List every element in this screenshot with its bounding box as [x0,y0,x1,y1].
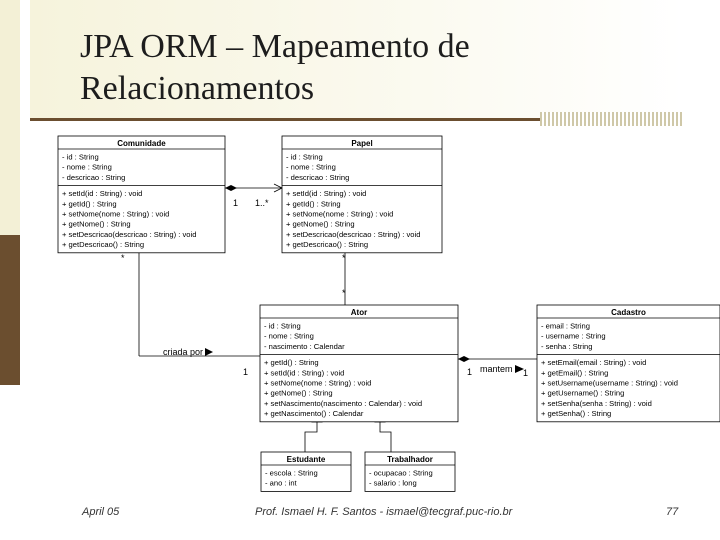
uml-class-cadastro: Cadastro - email : String- username : Str… [536,304,720,423]
class-attribute: - id : String [286,153,323,162]
class-method: + setSenha(senha : String) : void [541,399,652,408]
class-method: + setDescricao(descricao : String) : voi… [286,230,420,239]
class-attribute: - nascimento : Calendar [264,342,345,351]
uml-class-ator: Ator - id : String- nome : String- nascim… [259,304,459,423]
class-attribute: - username : String [541,332,606,341]
class-box-ator [259,304,459,423]
footer-page-number: 77 [666,506,679,518]
class-method: + getDescricao() : String [62,240,144,249]
criada-por-arrow-icon [205,348,213,356]
class-method: + setId(id : String) : void [264,368,344,377]
class-name-trabalhador: Trabalhador [387,455,433,464]
class-method: + setNascimento(nascimento : Calendar) :… [264,399,422,408]
class-attribute: - nome : String [286,163,336,172]
class-method: + getEmail() : String [541,368,608,377]
class-method: + setEmail(email : String) : void [541,358,646,367]
label-ator-one-right: 1 [467,367,472,377]
label-comunidade-papel-right: 1..* [255,198,269,208]
class-attribute: - id : String [264,322,301,331]
class-attribute: - nome : String [264,332,314,341]
class-attribute: - senha : String [541,342,593,351]
class-method: + getNome() : String [286,220,355,229]
class-method: + getNascimento() : Calendar [264,409,364,418]
class-method: + getDescricao() : String [286,240,368,249]
footer-author: Prof. Ismael H. F. Santos - ismael@tecgr… [255,506,513,518]
uml-class-estudante: Estudante - escola : String- ano : int [260,451,352,492]
class-method: + getNome() : String [264,389,333,398]
class-method: + setNome(nome : String) : void [264,379,371,388]
label-papel-star-top: * [342,253,346,263]
uml-class-trabalhador: Trabalhador - ocupacao : String- salario … [364,451,456,492]
class-method: + setNome(nome : String) : void [286,210,393,219]
class-name-ator: Ator [351,308,367,317]
class-method: + getId() : String [62,199,117,208]
label-comunidade-papel-left: 1 [233,198,238,208]
slide-title: JPA ORM – Mapeamento de Relacionamentos [80,26,680,110]
class-name-papel: Papel [351,139,372,148]
footer-date: April 05 [82,506,120,518]
class-box-cadastro [536,304,720,423]
class-layer: Comunidade- id : String- nome : String- … [57,135,720,492]
uml-class-comunidade: Comunidade - id : String- nome : String- … [57,135,226,254]
class-method: + setDescricao(descricao : String) : voi… [62,230,196,239]
slide-title-line-2: Relacionamentos [80,70,315,107]
label-criada-por: criada por [163,347,203,357]
label-papel-star-bottom: * [342,288,346,298]
class-attribute: - descricao : String [286,173,349,182]
class-box-papel [281,135,443,254]
class-name-comunidade: Comunidade [117,139,166,148]
uml-class-papel: Papel - id : String- nome : String- descr… [281,135,443,254]
label-ator-one-left: 1 [243,367,248,377]
title-background [30,0,684,118]
class-method: + setUsername(username : String) : void [541,379,678,388]
label-mantem: mantem [480,364,513,374]
class-method: + setId(id : String) : void [286,189,366,198]
arrow-comunidade-papel [273,183,283,193]
decorative-side-bar [0,0,20,385]
class-box-trabalhador [364,451,456,492]
class-attribute: - id : String [62,153,99,162]
slide-title-line-1: JPA ORM – Mapeamento de [80,28,470,65]
mantem-arrow-icon [515,365,524,373]
decorative-side-bar-accent [0,235,20,385]
class-method: + getNome() : String [62,220,131,229]
class-method: + getId() : String [286,199,341,208]
class-method: + setNome(nome : String) : void [62,210,169,219]
class-attribute: - ocupacao : String [369,469,433,478]
diamond-comunidade-papel [225,185,237,191]
class-attribute: - escola : String [265,469,318,478]
class-attribute: - salario : long [369,479,417,488]
diamond-ator-cadastro [458,356,470,362]
class-name-cadastro: Cadastro [611,308,646,317]
class-method: + getUsername() : String [541,389,624,398]
class-attribute: - email : String [541,322,590,331]
class-method: + getSenha() : String [541,409,611,418]
class-box-estudante [260,451,352,492]
title-underline [30,118,684,121]
title-underline-pattern [540,112,684,126]
label-comunidade-star: * [121,253,125,263]
class-method: + setId(id : String) : void [62,189,142,198]
class-attribute: - descricao : String [62,173,125,182]
class-box-comunidade [57,135,226,254]
uml-class-diagram: Comunidade- id : String- nome : String- … [57,135,720,492]
class-name-estudante: Estudante [287,455,326,464]
label-cadastro-one: 1 [523,368,528,378]
class-method: + getId() : String [264,358,319,367]
class-attribute: - ano : int [265,479,298,488]
class-attribute: - nome : String [62,163,112,172]
